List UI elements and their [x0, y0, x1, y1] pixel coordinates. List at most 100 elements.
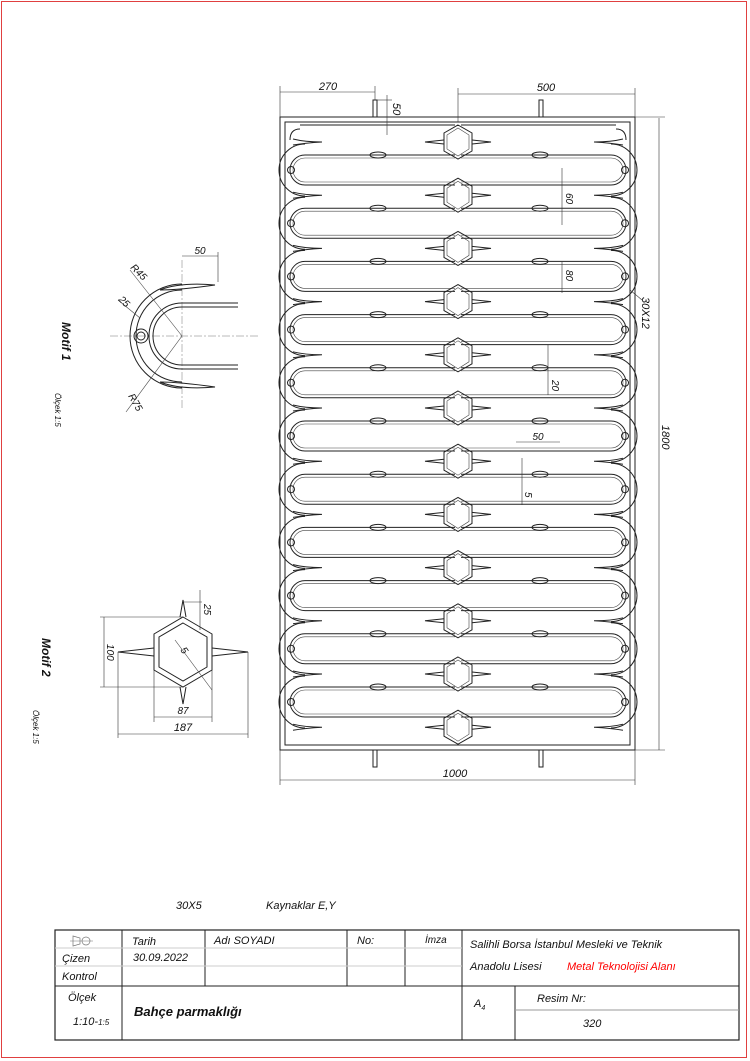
outer-arc-left [278, 303, 306, 357]
dim-text: 50 [532, 432, 544, 443]
inner-loop [148, 302, 238, 370]
oval [531, 523, 549, 531]
frame-spike [292, 564, 624, 572]
outer-arc-left [278, 196, 306, 250]
oval [369, 630, 387, 638]
oval [531, 683, 549, 691]
ring-right [621, 272, 629, 281]
material-note: 30X5 [176, 900, 203, 912]
ring [136, 331, 146, 341]
hexagon-inner [446, 340, 470, 370]
oval [369, 470, 387, 478]
frame-spike [292, 457, 624, 465]
hexagon [443, 656, 473, 692]
loop-right-inner [461, 530, 624, 555]
dimension-50-post: 50 [377, 95, 402, 135]
loop-left-inner [292, 530, 455, 555]
hex-spike [424, 458, 492, 464]
gate-frame-inner [284, 121, 631, 746]
outer-arc-left [278, 143, 306, 197]
oval [369, 417, 387, 425]
loop-right-inner [461, 689, 624, 715]
loop-left-inner [292, 317, 455, 342]
outer-arc-right [610, 249, 638, 303]
drawn-date: 30.09.2022 [133, 952, 188, 964]
dim-text: 50 [194, 246, 206, 257]
loop-left-inner [292, 264, 455, 289]
oval [531, 417, 549, 425]
ring-left [287, 591, 295, 600]
ring-left [287, 166, 295, 174]
bottom-post-right [538, 749, 544, 768]
spike [159, 283, 216, 389]
loop-right-inner [461, 636, 624, 662]
gate-frame-outer [279, 116, 636, 751]
loop-right-inner [461, 476, 624, 502]
ring-left [287, 538, 295, 547]
frame-spike [292, 404, 624, 412]
hexagon [443, 496, 473, 532]
hexagon-inner [446, 553, 470, 582]
loop-left [289, 633, 455, 665]
dimension-5: 5 [521, 458, 533, 505]
hexagon [443, 230, 473, 266]
name-label: Adı SOYADI [213, 935, 275, 947]
dim-text: 500 [537, 82, 556, 94]
loop-left [289, 314, 455, 346]
hexagon-inner [446, 180, 470, 210]
hex-spike [424, 565, 492, 571]
hexagon-inner [446, 500, 470, 529]
hexagon [443, 124, 473, 160]
loop-right [461, 207, 627, 239]
gate-pattern [278, 124, 638, 745]
hex-spike [424, 405, 492, 411]
outer-arc-left [278, 515, 306, 569]
oval [369, 204, 387, 212]
loop-left-inner [292, 210, 455, 236]
loop-right-inner [461, 583, 624, 608]
dim-text: 5 [522, 492, 533, 498]
loop-right-inner [461, 157, 624, 183]
top-post-right [538, 99, 544, 118]
frame-spike [292, 244, 624, 252]
loop-left-inner [292, 476, 455, 502]
dim-text: 60 [563, 193, 574, 205]
ring-right [621, 485, 629, 494]
motif-2-title: Motif 2 [39, 638, 53, 677]
inner-loop [152, 306, 238, 366]
hex-spike [424, 299, 492, 305]
bottom-post-left [372, 749, 378, 768]
loop-right-inner [461, 317, 624, 342]
oval [531, 470, 549, 478]
hexagon-inner [158, 622, 208, 682]
outer-arc-right [610, 462, 638, 516]
hex-spike [424, 724, 492, 730]
checked-label: Kontrol [62, 971, 97, 983]
dim-text: 30X12 [639, 297, 651, 329]
date-label: Tarih [132, 936, 156, 948]
outer-arc-right [610, 356, 638, 410]
loop-left [289, 154, 455, 186]
frame-spike [292, 723, 624, 731]
hexagon [443, 709, 473, 745]
ring-left [287, 698, 295, 706]
hex-spike [424, 618, 492, 624]
ring-left [287, 219, 295, 228]
frame-spike [292, 191, 624, 199]
loop-right [461, 686, 627, 718]
loop-right [461, 420, 627, 452]
dim-text: 25 [201, 603, 212, 616]
ring-left [287, 378, 295, 387]
ring-right [621, 219, 629, 228]
dim-text: R75 [125, 392, 144, 414]
loop-left-inner [292, 370, 455, 396]
hexagon-inner [446, 659, 470, 689]
oval [369, 523, 387, 531]
dimension-500: 500 [457, 82, 636, 122]
loop-left [289, 580, 455, 612]
hexagon [443, 443, 473, 479]
outer-arc-left [278, 622, 306, 676]
dimension-30x12: 30X12 [629, 289, 651, 329]
spikes [117, 599, 249, 705]
